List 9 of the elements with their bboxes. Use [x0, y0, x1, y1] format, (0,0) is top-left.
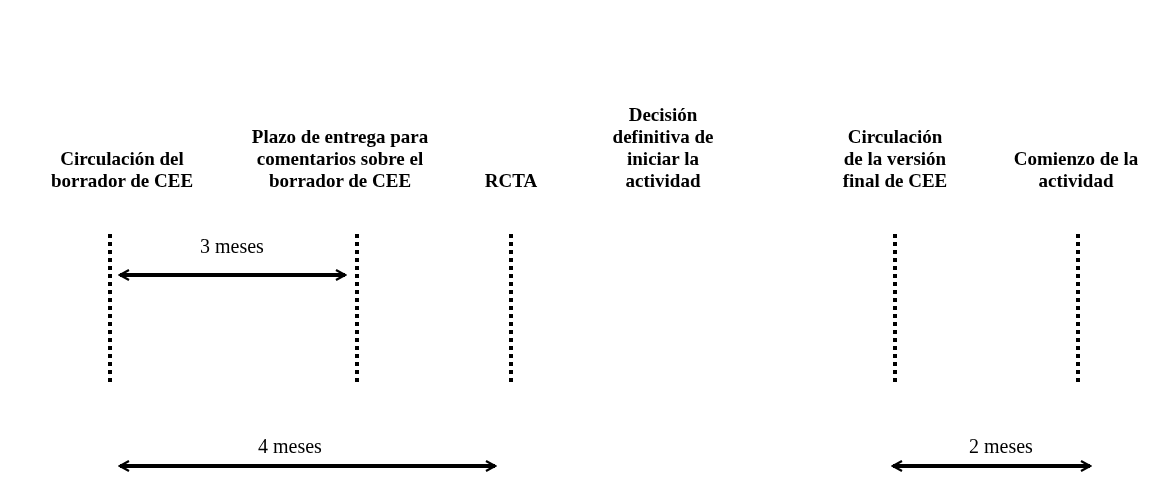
- milestone-label: Circulación del borrador de CEE: [49, 148, 195, 192]
- duration-label: 3 meses: [200, 235, 264, 257]
- milestone-label: RCTA: [483, 170, 539, 192]
- milestone-label: Plazo de entrega para comentarios sobre el borrador de CEE: [250, 126, 430, 192]
- milestone-label: Decisión definitiva de iniciar la actividad: [611, 104, 715, 192]
- milestone-label: Circulación de la versión final de CEE: [841, 126, 949, 192]
- duration-label: 4 meses: [258, 435, 322, 457]
- duration-label: 2 meses: [969, 435, 1033, 457]
- milestone-label: Comienzo de la actividad: [1012, 148, 1140, 192]
